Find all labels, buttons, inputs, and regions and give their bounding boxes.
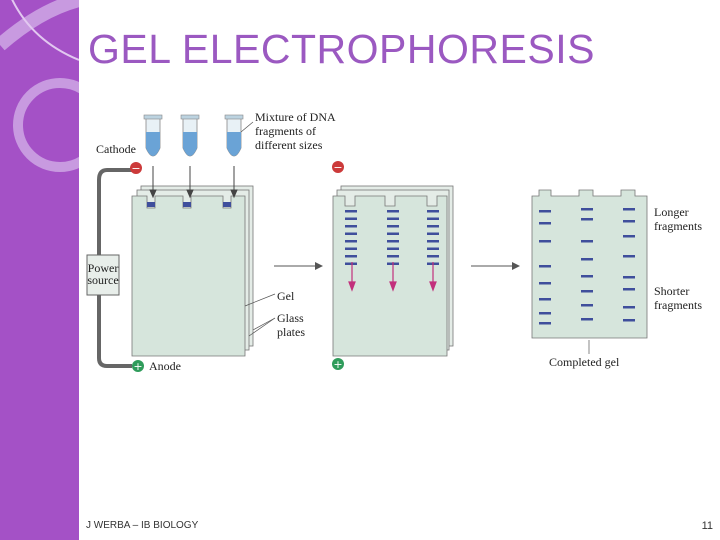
gel-label: Gel [277, 289, 295, 303]
running-band [387, 210, 399, 213]
power-source-label-2: source [87, 273, 118, 287]
loading-arrows [149, 166, 238, 199]
separated-band [581, 208, 593, 211]
separated-band [581, 258, 593, 261]
power-source-label-1: Power [88, 261, 119, 275]
anode-wire [97, 295, 132, 368]
sidebar-accent [0, 0, 79, 540]
completed-gel [531, 189, 648, 339]
longer-fragments-label-1: Longer [654, 205, 689, 219]
well-dna-1 [147, 202, 155, 207]
separated-band [539, 210, 551, 213]
running-band [345, 210, 357, 213]
well-dna-3 [223, 202, 231, 207]
separated-band [623, 306, 635, 309]
cathode-wire [97, 168, 134, 255]
mixture-label-2: fragments of [255, 124, 316, 138]
running-band [345, 225, 357, 228]
separated-band [539, 322, 551, 325]
well-dna-2 [183, 202, 191, 207]
mixture-label-1: Mixture of DNA [255, 110, 336, 124]
step-arrow-1 [274, 262, 323, 270]
cathode-label: Cathode [96, 142, 136, 156]
running-band [387, 225, 399, 228]
separated-band [581, 304, 593, 307]
running-band [345, 255, 357, 258]
separated-band [539, 282, 551, 285]
power-source-box [86, 254, 120, 296]
running-band [427, 225, 439, 228]
separated-band [539, 265, 551, 268]
decorative-curves [0, 0, 79, 172]
tube-3 [224, 114, 244, 157]
panel2-negative-sign [332, 161, 344, 173]
panel2-plus: + [333, 358, 342, 371]
separated-band [539, 298, 551, 301]
anode-plus: + [133, 360, 142, 373]
migration-arrows [348, 262, 437, 292]
separated-band [581, 240, 593, 243]
running-band [387, 255, 399, 258]
panel2-positive-sign [332, 358, 344, 370]
running-band [427, 255, 439, 258]
running-band [345, 247, 357, 250]
running-band [427, 240, 439, 243]
cathode-minus: − [131, 162, 140, 175]
separated-band [581, 318, 593, 321]
running-band [427, 247, 439, 250]
separated-band [581, 290, 593, 293]
running-band [387, 217, 399, 220]
gel-running [332, 195, 448, 357]
panel2-minus: − [333, 161, 342, 174]
running-band [387, 247, 399, 250]
page-number: 11 [701, 520, 713, 532]
separated-band [581, 275, 593, 278]
separated-band [623, 276, 635, 279]
separated-band [539, 312, 551, 315]
separated-band [623, 319, 635, 322]
slide-title: GEL ELECTROPHORESIS [88, 26, 595, 72]
separated-band [623, 235, 635, 238]
running-band [387, 240, 399, 243]
gel-electrophoresis-diagram: Power source Mixture of DNA fragments of… [86, 110, 702, 373]
separated-band [581, 218, 593, 221]
running-band [345, 217, 357, 220]
anode-label: Anode [149, 359, 181, 373]
cathode-sign [130, 162, 142, 174]
tube-2 [180, 114, 200, 157]
separated-band [623, 288, 635, 291]
footer-author: J WERBA – IB BIOLOGY [86, 520, 199, 531]
separated-band [623, 255, 635, 258]
step-arrow-2 [471, 262, 520, 270]
separated-band [539, 222, 551, 225]
mixture-label-3: different sizes [255, 138, 323, 152]
anode-sign [132, 360, 144, 372]
separated-bands [539, 208, 635, 325]
shorter-fragments-label-2: fragments [654, 298, 702, 312]
running-band [427, 210, 439, 213]
separated-band [623, 220, 635, 223]
running-band [345, 232, 357, 235]
running-band [345, 240, 357, 243]
running-band [345, 262, 357, 265]
longer-fragments-label-2: fragments [654, 219, 702, 233]
separated-band [539, 240, 551, 243]
glass-plates-label-2: plates [277, 325, 305, 339]
shorter-fragments-label-1: Shorter [654, 284, 689, 298]
gel-front [131, 195, 246, 357]
running-band [427, 232, 439, 235]
separated-band [623, 208, 635, 211]
running-band [427, 217, 439, 220]
tube-1 [143, 114, 163, 157]
running-bands [345, 210, 439, 265]
glass-plates-label-1: Glass [277, 311, 304, 325]
completed-gel-label: Completed gel [549, 355, 620, 369]
running-band [387, 232, 399, 235]
